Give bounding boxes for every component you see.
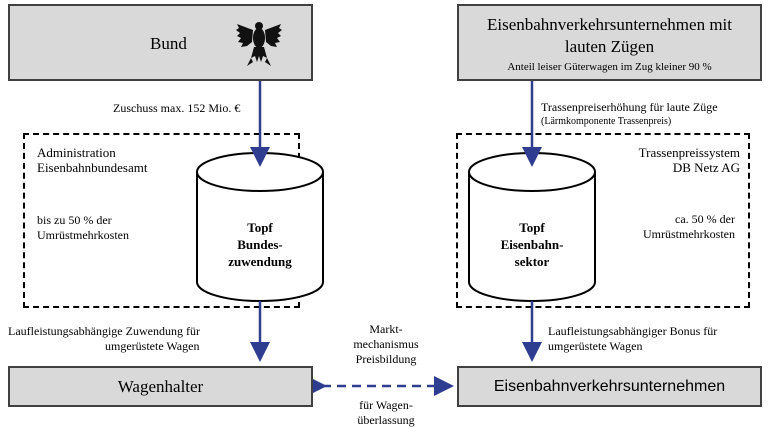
federal-eagle-icon (236, 22, 282, 66)
left-cylinder-label: Topf Bundes- zuwendung (197, 219, 323, 270)
left-cylinder-line1: Topf (247, 220, 273, 235)
market-label-line1: Markt- (369, 322, 403, 336)
left-title-line1: Administration (37, 145, 116, 160)
right-note-line2: Umrüstmehrkosten (643, 227, 735, 241)
right-dashed-area (456, 133, 750, 308)
right-cylinder-label: Topf Eisenbahn- sektor (469, 219, 595, 270)
left-title-line2: Eisenbahnbundesamt (37, 160, 148, 175)
right-arrow-label: Trassenpreiserhöhung für laute Züge (541, 100, 718, 114)
bund-label: Bund (150, 34, 187, 53)
right-note-line1: ca. 50 % der (675, 212, 735, 226)
right-arrow-sublabel: (Lärmkomponente Trassenpreis) (541, 116, 672, 127)
wagon-provision-label: für Wagen- überlassung (340, 398, 432, 428)
wagenhalter-box: Wagenhalter (8, 366, 313, 407)
right-title-line2: DB Netz AG (672, 160, 740, 175)
right-cylinder (468, 152, 596, 302)
right-cylinder-line3: sektor (514, 254, 550, 269)
left-note-line2: Umrüstmehrkosten (37, 228, 129, 242)
evu-loud-title: Eisenbahnverkehrsunternehmen mit lauten … (486, 15, 732, 56)
right-cylinder-line1: Topf (519, 220, 545, 235)
wagenhalter-label: Wagenhalter (117, 376, 204, 396)
left-cylinder-line3: zuwendung (228, 254, 292, 269)
market-label-line3: Preisbildung (355, 352, 417, 366)
bund-box: Bund (8, 4, 313, 81)
wagon-provision-line1: für Wagen- (359, 398, 413, 412)
left-arrow-label: Zuschuss max. 152 Mio. € (113, 101, 241, 115)
evu-box: Eisenbahnverkehrsunternehmen (457, 366, 762, 407)
bottom-right-label-line1: Laufleistungsabhängiger Bonus für (548, 324, 718, 338)
wagon-provision-line2: überlassung (357, 413, 415, 427)
left-cylinder-line2: Bundes- (237, 237, 283, 252)
evu-loud-subtitle: Anteil leiser Güterwagen im Zug kleiner … (507, 61, 712, 73)
evu-label: Eisenbahnverkehrsunternehmen (493, 377, 726, 395)
bottom-left-label-line2: umgerüstete Wagen (105, 339, 200, 353)
market-label-line2: mechanismus (353, 337, 419, 351)
market-label: Markt- mechanismus Preisbildung (340, 322, 432, 367)
right-cylinder-line2: Eisenbahn- (500, 237, 564, 252)
evu-loud-box: Eisenbahnverkehrsunternehmen mit lauten … (457, 4, 762, 81)
right-title-line1: Trassenpreissystem (638, 145, 740, 160)
left-note-line1: bis zu 50 % der (37, 213, 112, 227)
bottom-left-label-line1: Laufleistungsabhängige Zuwendung für (8, 324, 200, 338)
bottom-right-label-line2: umgerüstete Wagen (548, 339, 643, 353)
